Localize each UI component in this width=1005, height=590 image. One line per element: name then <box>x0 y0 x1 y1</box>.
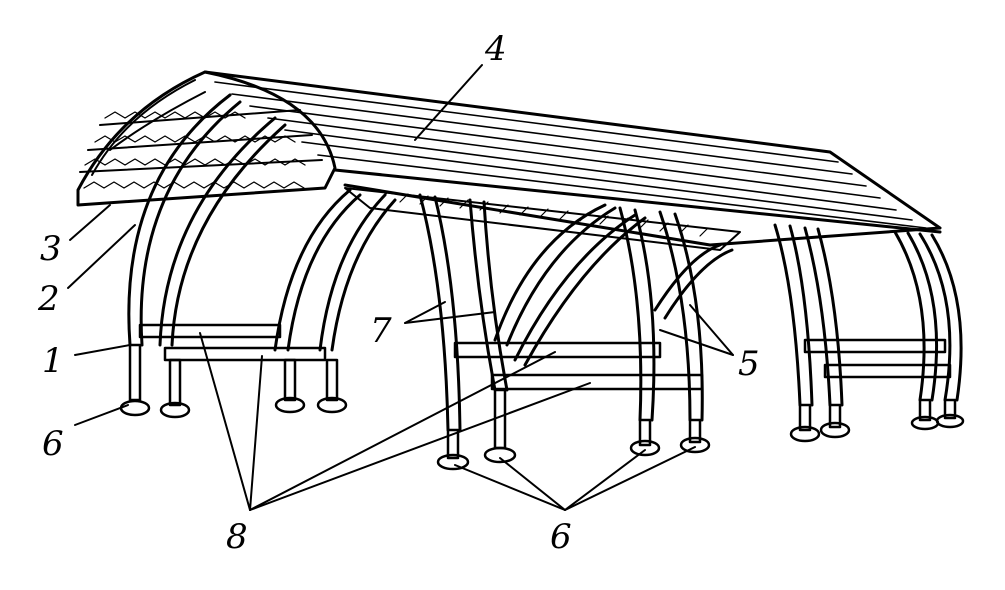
leader-lines <box>67 64 734 511</box>
foot <box>629 418 661 457</box>
foot <box>436 428 470 471</box>
foot <box>274 358 306 414</box>
foot <box>679 418 711 454</box>
arch-set-front <box>127 93 397 352</box>
foot <box>935 398 965 429</box>
label-4: 4 <box>484 29 507 69</box>
label-6-left: 6 <box>42 424 64 464</box>
foot <box>119 343 151 417</box>
label-3: 3 <box>40 229 62 269</box>
roof-lagging <box>76 70 942 251</box>
foot <box>910 398 940 431</box>
foot <box>483 388 517 464</box>
foot <box>159 358 191 419</box>
label-7: 7 <box>370 311 392 351</box>
label-6-bottom: 6 <box>550 517 572 557</box>
label-8: 8 <box>226 517 248 557</box>
support-feet <box>119 343 965 471</box>
tie-bars <box>138 323 952 391</box>
callout-labels: 3 2 1 6 4 7 5 8 6 <box>37 29 760 557</box>
arch-set-middle <box>418 193 734 432</box>
label-2: 2 <box>37 279 60 319</box>
label-1: 1 <box>42 341 64 381</box>
foot <box>789 403 821 443</box>
foot <box>316 358 348 414</box>
label-5: 5 <box>738 344 760 384</box>
foot <box>819 403 851 439</box>
